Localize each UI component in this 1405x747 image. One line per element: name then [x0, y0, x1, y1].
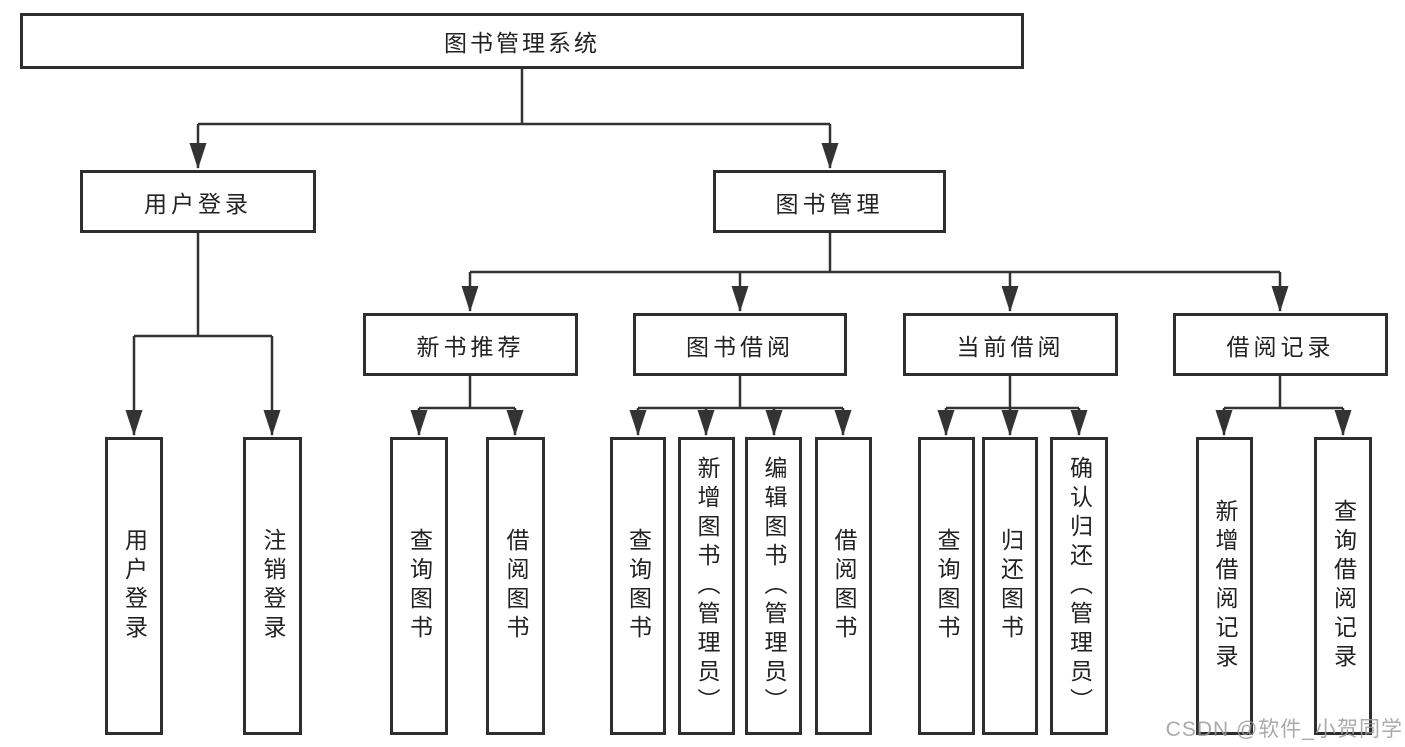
- leaf-cb-query-books: 查询图书: [918, 437, 975, 735]
- leaf-cb-query-books-label: 查询图书: [934, 528, 960, 644]
- node-current-borrowing-label: 当前借阅: [956, 333, 1065, 360]
- leaf-bb-add-books-admin-label: 新增图书（管理员）: [694, 455, 720, 717]
- leaf-logout-label: 注销登录: [260, 528, 286, 644]
- leaf-bb-edit-books-admin: 编辑图书（管理员）: [745, 437, 802, 735]
- leaf-bb-borrow-books-label: 借阅图书: [831, 528, 857, 644]
- leaf-cb-return-books: 归还图书: [982, 437, 1038, 735]
- leaf-bb-borrow-books: 借阅图书: [815, 437, 872, 735]
- leaf-user-login-label: 用户登录: [121, 528, 148, 644]
- connector-new-books-group: [410, 376, 524, 436]
- leaf-bb-add-books-admin: 新增图书（管理员）: [678, 437, 735, 735]
- node-book-management: 图书管理: [713, 170, 946, 233]
- node-borrowing-records: 借阅记录: [1173, 313, 1388, 376]
- leaf-br-query-borrow-record: 查询借阅记录: [1314, 437, 1372, 735]
- leaf-nb-query-books-label: 查询图书: [406, 528, 433, 644]
- leaf-nb-borrow-books-label: 借阅图书: [503, 528, 529, 644]
- node-user-login: 用户登录: [80, 170, 316, 233]
- leaf-cb-confirm-return-admin-label: 确认归还（管理员）: [1066, 455, 1093, 717]
- leaf-cb-return-books-label: 归还图书: [997, 528, 1024, 644]
- leaf-nb-query-books: 查询图书: [390, 437, 448, 735]
- leaf-br-query-borrow-record-label: 查询借阅记录: [1330, 499, 1357, 673]
- node-book-management-label: 图书管理: [775, 190, 884, 217]
- leaf-br-add-borrow-record: 新增借阅记录: [1196, 437, 1253, 735]
- connector-root-group: [189, 69, 839, 169]
- connector-book-mgmt-group: [461, 233, 1289, 312]
- node-current-borrowing: 当前借阅: [903, 313, 1118, 376]
- node-new-book-recommend: 新书推荐: [363, 313, 578, 376]
- node-book-borrowing-label: 图书借阅: [686, 333, 794, 360]
- leaf-bb-edit-books-admin-label: 编辑图书（管理员）: [761, 455, 787, 717]
- leaf-br-add-borrow-record-label: 新增借阅记录: [1212, 499, 1238, 673]
- node-root-label: 图书管理系统: [444, 30, 600, 56]
- node-user-login-label: 用户登录: [144, 190, 252, 217]
- leaf-logout: 注销登录: [243, 437, 302, 735]
- connector-user-login-group: [125, 233, 281, 436]
- leaf-bb-query-books-label: 查询图书: [625, 528, 652, 644]
- leaf-bb-query-books: 查询图书: [610, 437, 666, 735]
- leaf-user-login: 用户登录: [105, 437, 163, 735]
- connector-borrow-records-group: [1215, 376, 1352, 436]
- node-root: 图书管理系统: [20, 13, 1024, 69]
- leaf-nb-borrow-books: 借阅图书: [486, 437, 545, 735]
- node-borrowing-records-label: 借阅记录: [1226, 333, 1335, 360]
- node-new-book-recommend-label: 新书推荐: [416, 333, 525, 360]
- leaf-cb-confirm-return-admin: 确认归还（管理员）: [1050, 437, 1108, 735]
- node-book-borrowing: 图书借阅: [633, 313, 847, 376]
- connector-book-borrow-group: [629, 376, 852, 436]
- csdn-watermark: CSDN @软件_小贺同学: [1165, 718, 1403, 741]
- connector-current-borrow-group: [937, 376, 1088, 436]
